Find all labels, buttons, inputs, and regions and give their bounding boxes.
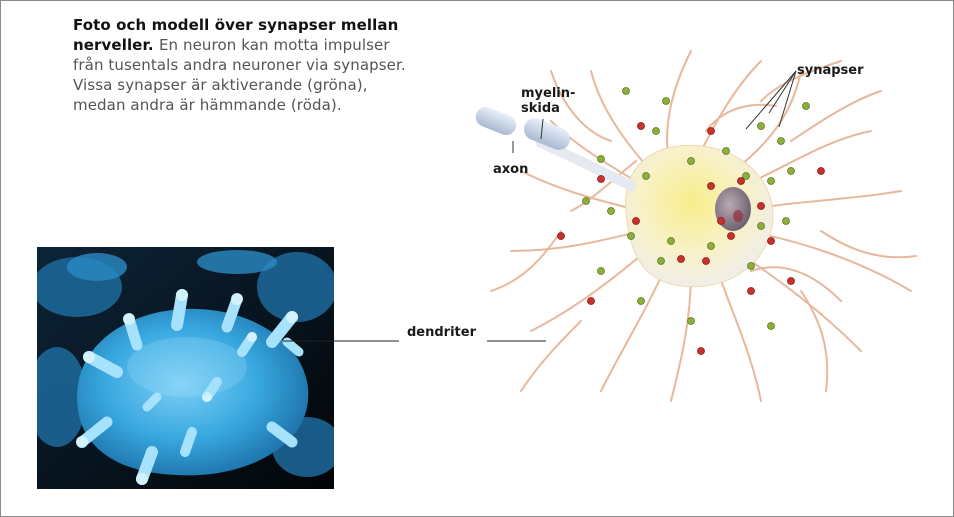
label-synapser: synapser: [797, 63, 864, 78]
label-axon: axon: [493, 162, 529, 177]
neuron-model-illustration: [475, 50, 917, 402]
caption: Foto och modell över synapser mellan ner…: [73, 15, 413, 115]
axon: [475, 106, 636, 191]
dendrites: [490, 50, 917, 402]
excitatory-synapses: [582, 87, 810, 330]
label-myelinskida: myelin- skida: [521, 86, 576, 116]
label-dendriter: dendriter: [407, 325, 476, 340]
inhibitory-synapses: [557, 122, 825, 355]
micrograph-illustration: [37, 247, 334, 489]
caption-text: En neuron kan motta impulser från tusent…: [73, 36, 406, 114]
micrograph-photo: [37, 247, 334, 489]
caption-title: Foto och modell över synapser mellan ner…: [73, 16, 399, 54]
